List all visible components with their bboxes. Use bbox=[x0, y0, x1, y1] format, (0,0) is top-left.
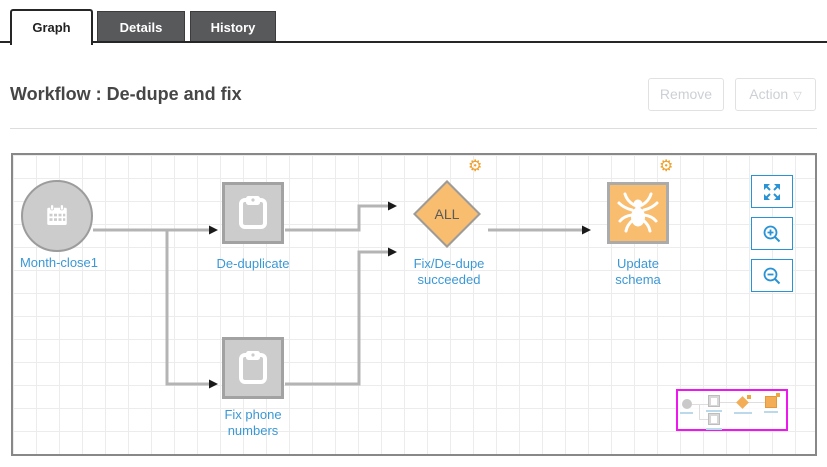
minimap-edge bbox=[692, 404, 708, 405]
tab-bar-divider bbox=[0, 41, 827, 43]
tab-bar: Graph Details History bbox=[0, 0, 827, 45]
zoom-in-button[interactable] bbox=[751, 217, 793, 250]
node-label-de-duplicate[interactable]: De-duplicate bbox=[216, 256, 290, 271]
workflow-canvas[interactable]: ALL ⚙ ⚙ Month-close1 De-duplicate Fix ph… bbox=[11, 153, 817, 456]
minimap-node-job bbox=[765, 396, 777, 408]
minimap-node-circle bbox=[682, 399, 692, 409]
minimap-label bbox=[680, 412, 693, 414]
zoom-out-icon bbox=[763, 267, 781, 284]
clipboard-icon bbox=[239, 196, 267, 229]
minimap-node-square bbox=[708, 395, 720, 407]
fit-to-screen-button[interactable] bbox=[751, 175, 793, 208]
minimap-label bbox=[706, 410, 722, 412]
minimap-edge bbox=[720, 402, 738, 403]
header-divider bbox=[10, 128, 817, 129]
minimap-gear-badge bbox=[776, 393, 780, 397]
gear-icon[interactable]: ⚙ bbox=[659, 158, 674, 175]
minimap-label bbox=[734, 412, 752, 414]
minimap-edge bbox=[699, 419, 708, 420]
node-label-fix-phone-numbers[interactable]: Fix phone numbers bbox=[224, 407, 282, 438]
workflow-edges bbox=[93, 201, 591, 389]
zoom-in-icon bbox=[763, 225, 781, 242]
minimap-edge bbox=[747, 402, 765, 403]
edge-arrowheads bbox=[209, 201, 591, 389]
action-button[interactable]: Action ▽ bbox=[735, 78, 816, 111]
chevron-down-icon: ▽ bbox=[793, 90, 802, 102]
node-label-update-schema[interactable]: Update schema bbox=[615, 256, 661, 287]
minimap-label bbox=[706, 428, 722, 430]
calendar-icon bbox=[47, 204, 67, 225]
edge-month-to-fixphone bbox=[165, 230, 209, 386]
minimap-label bbox=[764, 411, 778, 413]
node-label-month-close1[interactable]: Month-close1 bbox=[19, 255, 99, 270]
tab-history[interactable]: History bbox=[190, 11, 276, 42]
edge-fixphone-to-gate bbox=[285, 250, 388, 386]
node-update-schema[interactable] bbox=[607, 182, 669, 244]
page-title: Workflow : De-dupe and fix bbox=[10, 84, 242, 104]
minimap-node-square bbox=[708, 413, 720, 425]
tab-graph[interactable]: Graph bbox=[10, 9, 93, 45]
minimap-edge bbox=[699, 404, 700, 419]
tab-details[interactable]: Details bbox=[97, 11, 185, 42]
expand-icon bbox=[764, 183, 780, 200]
action-button-label: Action bbox=[749, 86, 789, 102]
node-month-close1[interactable] bbox=[21, 180, 93, 252]
gear-icon[interactable]: ⚙ bbox=[468, 158, 483, 175]
minimap[interactable] bbox=[676, 389, 788, 431]
minimap-gear-badge bbox=[747, 395, 751, 399]
remove-button[interactable]: Remove bbox=[648, 78, 724, 111]
edge-dedup-to-gate bbox=[285, 204, 388, 232]
node-label-all-gateway[interactable]: Fix/De-dupe succeeded bbox=[413, 256, 485, 287]
node-de-duplicate[interactable] bbox=[222, 182, 284, 244]
clipboard-icon bbox=[239, 351, 267, 384]
node-fix-phone-numbers[interactable] bbox=[222, 337, 284, 399]
spider-icon bbox=[617, 192, 659, 233]
zoom-out-button[interactable] bbox=[751, 259, 793, 292]
